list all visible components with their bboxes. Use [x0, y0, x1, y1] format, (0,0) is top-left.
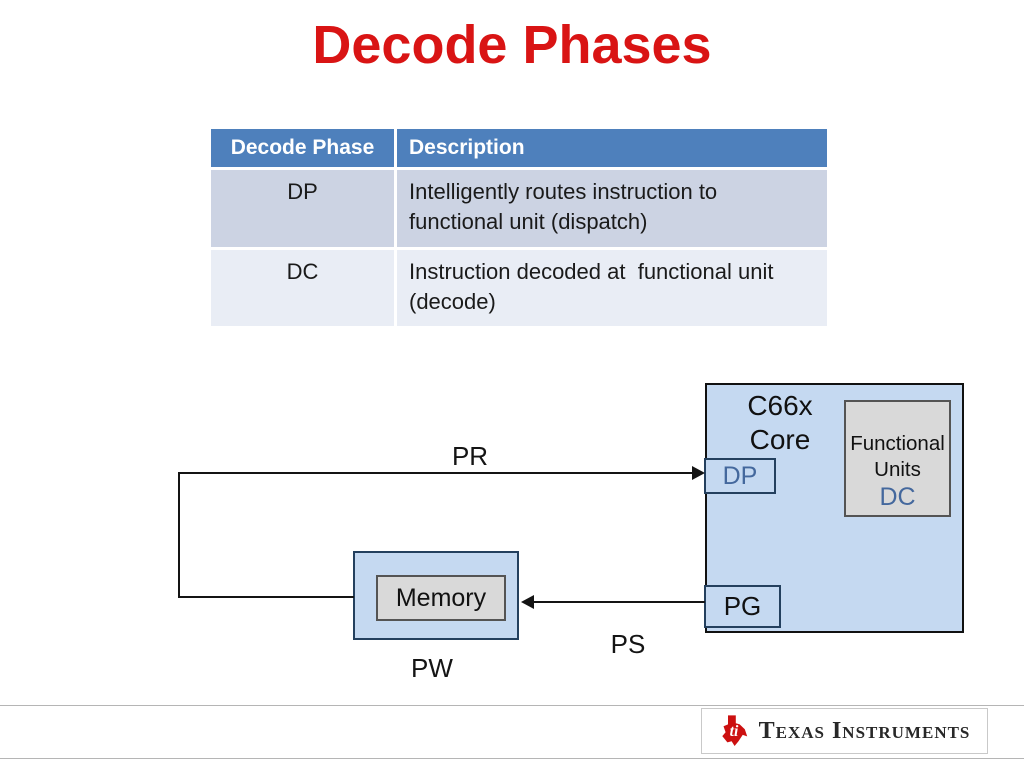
phase-cell: DP	[211, 170, 394, 247]
ti-wordmark: Texas Instruments	[758, 717, 971, 744]
ps-arrowhead-icon	[521, 595, 534, 609]
dc-stage-label: DC	[879, 483, 916, 511]
ps-label: PS	[610, 629, 646, 659]
c66x-core-label-line1: C66x	[747, 390, 813, 421]
description-cell: Intelligently routes instruction to func…	[397, 170, 827, 247]
description-cell: Instruction decoded at functional unit (…	[397, 249, 827, 327]
table-row: DP Intelligently routes instruction to f…	[211, 170, 827, 247]
pw-label: PW	[411, 653, 453, 683]
table-row: DC Instruction decoded at functional uni…	[211, 249, 827, 327]
pr-arrow-line	[179, 472, 693, 474]
header-decode-phase: Decode Phase	[211, 129, 394, 167]
loop-to-memory-line	[178, 596, 354, 598]
functional-units-label-line1: Functional	[850, 432, 945, 455]
table-header-row: Decode Phase Description	[211, 129, 827, 167]
pg-stage-box: PG	[704, 585, 781, 628]
loop-vertical-line	[178, 472, 180, 598]
memory-box: Memory	[376, 575, 506, 621]
pr-arrowhead-icon	[692, 466, 705, 480]
svg-text:ti: ti	[729, 723, 738, 740]
ti-logo-box: ti Texas Instruments	[701, 708, 988, 754]
functional-units-label-line2: Units	[874, 458, 921, 481]
pr-label: PR	[451, 441, 489, 471]
phase-cell: DC	[211, 249, 394, 327]
ti-texas-logo-icon: ti	[721, 715, 747, 746]
functional-units-box: Functional Units DC	[844, 400, 951, 517]
decode-phase-table: Decode Phase Description DP Intelligentl…	[211, 129, 827, 327]
c66x-core-label-line2: Core	[749, 424, 811, 455]
dp-stage-box: DP	[704, 458, 776, 494]
ps-arrow-line	[533, 601, 705, 603]
c66x-core-label: C66x Core	[705, 389, 855, 457]
header-description: Description	[397, 129, 827, 167]
page-title: Decode Phases	[312, 15, 712, 75]
